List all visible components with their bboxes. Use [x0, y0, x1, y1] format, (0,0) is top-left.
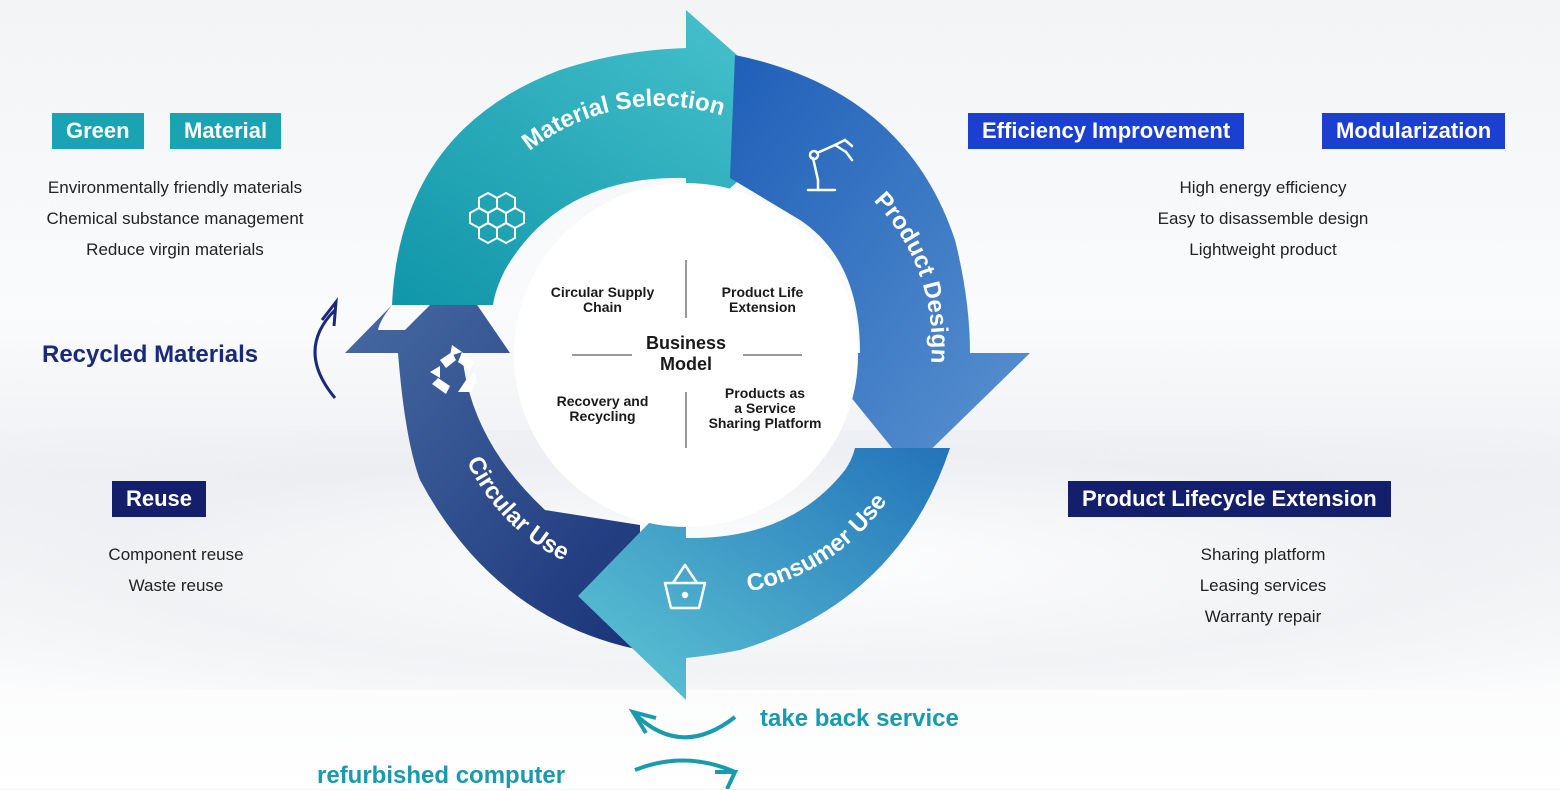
right-bottom-list: Sharing platform Leasing services Warran… [1113, 539, 1413, 632]
list-item: Lightweight product [1189, 240, 1337, 259]
shopping-basket-icon [663, 563, 707, 610]
tag-product-lifecycle-extension: Product Lifecycle Extension [1068, 481, 1391, 517]
center-top-right: Product Life Extension [695, 285, 830, 315]
left-top-list: Environmentally friendly materials Chemi… [0, 172, 350, 265]
take-back-arc-icon [631, 710, 737, 740]
refurbished-arrowhead-icon [715, 770, 739, 789]
refurbished-computer-label: refurbished computer [317, 762, 566, 789]
recycled-materials-label: Recycled Materials [42, 341, 259, 368]
center-top-right-line2: Extension [729, 299, 796, 315]
center-top-left-line2: Chain [583, 299, 622, 315]
center-bottom-right-line3: Sharing Platform [708, 415, 822, 431]
tag-reuse: Reuse [112, 481, 207, 517]
list-item: Chemical substance management [46, 209, 304, 228]
list-item: Reduce virgin materials [86, 240, 264, 259]
robot-arm-icon [806, 138, 854, 192]
hexagon-cells-icon [469, 191, 525, 245]
list-item: Environmentally friendly materials [47, 178, 303, 197]
center-bottom-right: Products as a Service Sharing Platform [690, 386, 840, 431]
center-top-right-line1: Product Life [721, 284, 804, 300]
tag-efficiency-improvement: Efficiency Improvement [968, 113, 1245, 149]
center-bottom-left-line1: Recovery and [556, 393, 649, 409]
center-title-line1: Business [645, 333, 727, 353]
list-item: Sharing platform [1200, 545, 1326, 564]
list-item: Component reuse [108, 545, 244, 564]
recycled-arc-icon [313, 308, 337, 399]
tag-material: Material [170, 113, 282, 149]
recycled-arrowhead-icon [320, 297, 338, 327]
center-bottom-right-line1: Products as [724, 385, 806, 401]
segment-circular-use [345, 277, 640, 650]
center-top-left: Circular Supply Chain [530, 285, 675, 315]
list-item: High energy efficiency [1179, 178, 1347, 197]
left-bottom-list: Component reuse Waste reuse [61, 539, 291, 601]
center-title: Business Model [626, 333, 746, 375]
list-item: Easy to disassemble design [1157, 209, 1369, 228]
recycle-icon [430, 345, 478, 394]
list-item: Warranty repair [1204, 607, 1322, 626]
center-bottom-right-line2: a Service [734, 400, 796, 416]
business-model-center [514, 183, 858, 527]
center-top-left-line1: Circular Supply [550, 284, 655, 300]
center-bottom-left-line2: Recycling [569, 408, 636, 424]
segment-product-design [730, 55, 1030, 470]
tag-green: Green [52, 113, 144, 149]
right-top-list: High energy efficiency Easy to disassemb… [1063, 172, 1463, 265]
list-item: Waste reuse [128, 576, 224, 595]
center-bottom-left: Recovery and Recycling [535, 394, 670, 424]
tag-modularization: Modularization [1322, 113, 1506, 149]
refurbished-arc-icon [634, 758, 736, 774]
take-back-service-label: take back service [760, 705, 959, 732]
center-title-line2: Model [660, 354, 712, 374]
take-back-arrowhead-icon [628, 708, 657, 735]
list-item: Leasing services [1199, 576, 1327, 595]
